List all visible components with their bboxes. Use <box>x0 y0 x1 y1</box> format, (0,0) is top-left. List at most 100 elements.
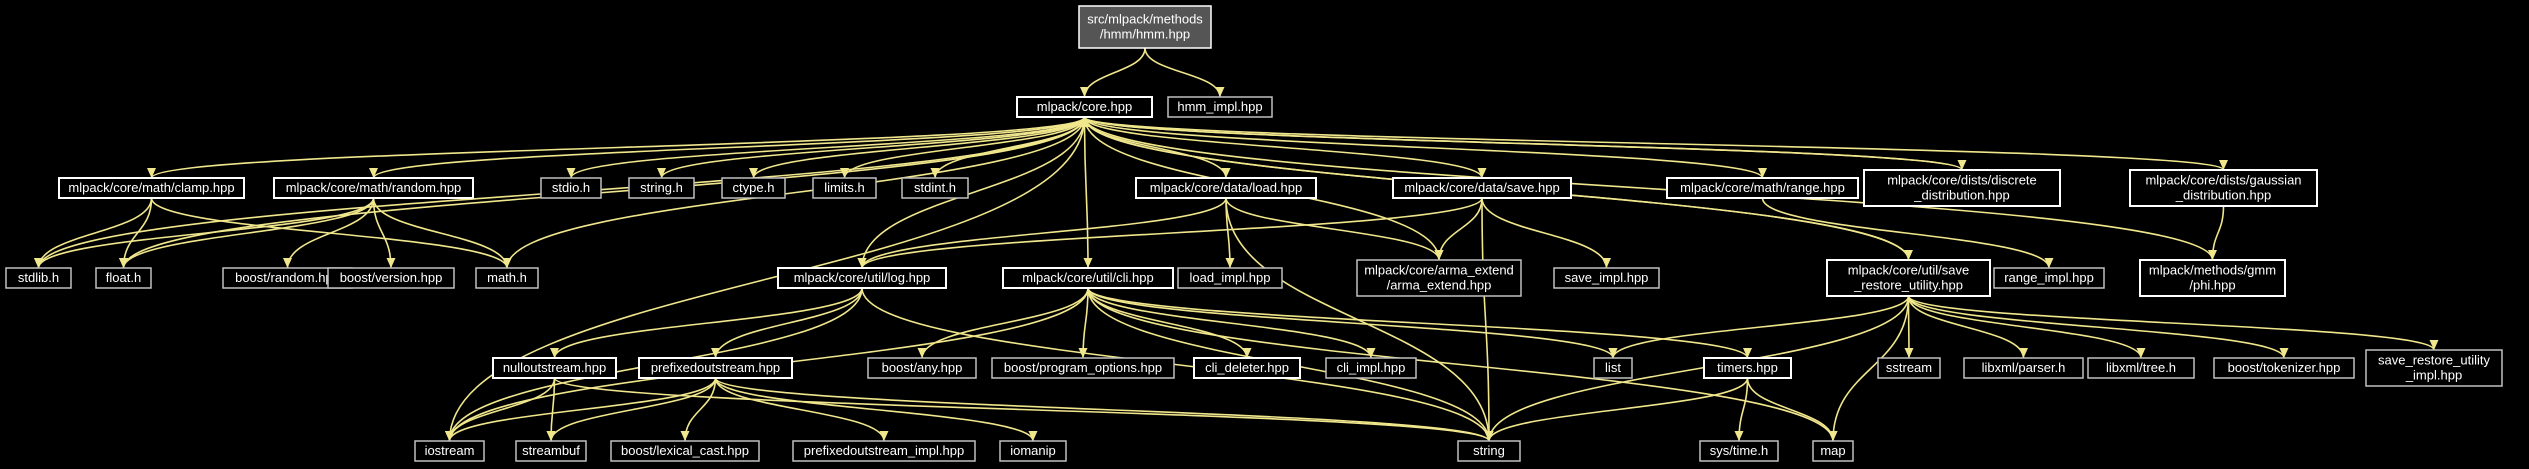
node-box <box>1325 357 1417 379</box>
arrowhead-sru-to-libxmlparser <box>2019 348 2028 358</box>
node-box[interactable] <box>777 267 947 289</box>
edge-save-to-string <box>1481 197 1490 442</box>
node-box[interactable] <box>1016 96 1153 118</box>
node-label: boost/program_options.hpp <box>1004 360 1162 375</box>
edge-core-to-cli <box>1083 116 1089 269</box>
node-box[interactable] <box>1392 177 1572 199</box>
node-stdio-h: stdio.h <box>540 177 602 199</box>
arrowhead-hmm-to-core <box>1080 87 1089 97</box>
arrowhead-sru-to-core <box>1080 117 1089 127</box>
node-cli-deleter-hpp[interactable]: cli_deleter.hpp <box>1193 357 1301 379</box>
node-mlpack-core-util-log-hpp[interactable]: mlpack/core/util/log.hpp <box>777 267 947 289</box>
node-label: math.h <box>487 270 527 285</box>
node-prefixedoutstream-hpp[interactable]: prefixedoutstream.hpp <box>638 357 793 379</box>
node-box[interactable] <box>58 177 245 199</box>
node-box[interactable] <box>273 177 474 199</box>
node-box <box>95 267 152 289</box>
node-box[interactable] <box>2139 259 2286 297</box>
edge-phi-to-core <box>1083 116 2214 261</box>
arrowhead-sru-to-list <box>1608 348 1618 358</box>
node-box <box>1177 267 1283 289</box>
node-box[interactable] <box>638 357 793 379</box>
node-box[interactable] <box>1863 169 2061 207</box>
node-ctype-h: ctype.h <box>721 177 786 199</box>
node-label: mlpack/core/util/log.hpp <box>794 270 931 285</box>
node-box <box>792 440 976 462</box>
node-box[interactable] <box>1002 267 1174 289</box>
arrowhead-random-to-mathh <box>502 258 512 268</box>
node-boost-version-hpp: boost/version.hpp <box>327 267 455 289</box>
node-box[interactable] <box>2129 169 2318 207</box>
edge-sru-to-boosttok <box>1907 295 2285 359</box>
arrowhead-core-to-range <box>1758 168 1767 178</box>
node-box[interactable] <box>1826 259 1991 297</box>
node-label: mlpack/core/util/save <box>1848 263 1969 278</box>
node-box[interactable] <box>492 357 617 379</box>
node-box[interactable] <box>1135 177 1317 199</box>
node-src-mlpack-methods-hmm-hmm-hpp[interactable]: src/mlpack/methods/hmm/hmm.hpp <box>1078 5 1212 49</box>
node-label: save_impl.hpp <box>1565 270 1649 285</box>
node-box <box>1877 357 1941 379</box>
arrowhead-save-to-log <box>857 258 867 268</box>
node-timers-hpp[interactable]: timers.hpp <box>1703 357 1792 379</box>
node-mlpack-core-data-save-hpp[interactable]: mlpack/core/data/save.hpp <box>1392 177 1572 199</box>
arrowhead-random-to-boostversion <box>386 258 396 268</box>
node-mlpack-core-math-random-hpp[interactable]: mlpack/core/math/random.hpp <box>273 177 474 199</box>
node-mlpack-core-data-load-hpp[interactable]: mlpack/core/data/load.hpp <box>1135 177 1317 199</box>
node-sstream: sstream <box>1877 357 1941 379</box>
arrowhead-core-to-ctype <box>749 168 758 178</box>
node-box <box>999 440 1067 462</box>
edge-random-to-mathh <box>372 197 508 269</box>
node-box <box>1812 440 1854 462</box>
edge-timers-to-string <box>1488 377 1749 442</box>
node-mlpack-core-math-range-hpp[interactable]: mlpack/core/math/range.hpp <box>1666 177 1859 199</box>
arrowhead-prefixed-to-iomanip <box>1028 431 1038 441</box>
edge-log-to-nullout <box>553 287 863 359</box>
node-mlpack-core-util-cli-hpp[interactable]: mlpack/core/util/cli.hpp <box>1002 267 1174 289</box>
node-string-h: string.h <box>628 177 695 199</box>
arrowhead-cli-to-cliimpl <box>1366 348 1376 358</box>
node-box <box>515 440 587 462</box>
node-box[interactable] <box>1193 357 1301 379</box>
node-label: cli_deleter.hpp <box>1205 360 1289 375</box>
node-box <box>1553 267 1660 289</box>
arrowhead-cli-to-timers <box>1743 348 1752 358</box>
node-mlpack-core-dists-gaussian-distribution-hpp[interactable]: mlpack/core/dists/gaussian_distribution.… <box>2129 169 2318 207</box>
arrowhead-prefixed-to-streambuf <box>546 431 556 441</box>
edge-log-to-prefixed <box>714 287 863 359</box>
node-label: boost/tokenizer.hpp <box>2228 360 2341 375</box>
edge-core-to-iostream <box>448 116 1086 442</box>
node-box[interactable] <box>1666 177 1859 199</box>
node-box <box>1356 259 1522 297</box>
edge-core-to-stdio <box>570 116 1086 179</box>
edge-core-to-gaussian <box>1083 116 2225 171</box>
arrowhead-random-to-floath <box>119 258 128 268</box>
edge-prefixed-to-iomanip <box>714 377 1034 442</box>
arrowhead-core-to-load <box>1221 168 1231 178</box>
arrowhead-hmm-to-hmm_impl <box>1215 87 1225 97</box>
node-mlpack-core-math-clamp-hpp[interactable]: mlpack/core/math/clamp.hpp <box>58 177 245 199</box>
node-mlpack-core-hpp[interactable]: mlpack/core.hpp <box>1016 96 1153 118</box>
edge-cli-to-boostany <box>921 287 1089 359</box>
node-nulloutstream-hpp[interactable]: nulloutstream.hpp <box>492 357 617 379</box>
node-save-impl-hpp: save_impl.hpp <box>1553 267 1660 289</box>
node-mlpack-core-util-save-restore-utility-hpp[interactable]: mlpack/core/util/save_restore_utility.hp… <box>1826 259 1991 297</box>
node-label: mlpack/core/arma_extend <box>1364 263 1514 278</box>
edge-random-to-stdlib <box>37 197 375 269</box>
edge-core-to-mathh <box>506 116 1086 269</box>
arrowhead-core-to-stringh <box>657 168 666 178</box>
node-libxml-tree-h: libxml/tree.h <box>2087 357 2195 379</box>
arrowhead-sru-to-string <box>1484 431 1494 441</box>
node-label: streambuf <box>522 443 580 458</box>
arrowhead-sru-to-map <box>1828 431 1838 441</box>
edge-prefixed-to-prefimpl <box>714 377 885 442</box>
node-math-h: math.h <box>475 267 539 289</box>
arrowhead-random-to-boostrandom <box>283 258 292 268</box>
node-box[interactable] <box>1078 5 1212 49</box>
node-mlpack-core-arma-extend-arma-extend-hpp: mlpack/core/arma_extend/arma_extend.hpp <box>1356 259 1522 297</box>
arrowhead-core-to-cli <box>1083 258 1093 268</box>
node-mlpack-core-dists-discrete-distribution-hpp[interactable]: mlpack/core/dists/discrete_distribution.… <box>1863 169 2061 207</box>
node-box[interactable] <box>1703 357 1792 379</box>
node-mlpack-methods-gmm-phi-hpp[interactable]: mlpack/methods/gmm/phi.hpp <box>2139 259 2286 297</box>
